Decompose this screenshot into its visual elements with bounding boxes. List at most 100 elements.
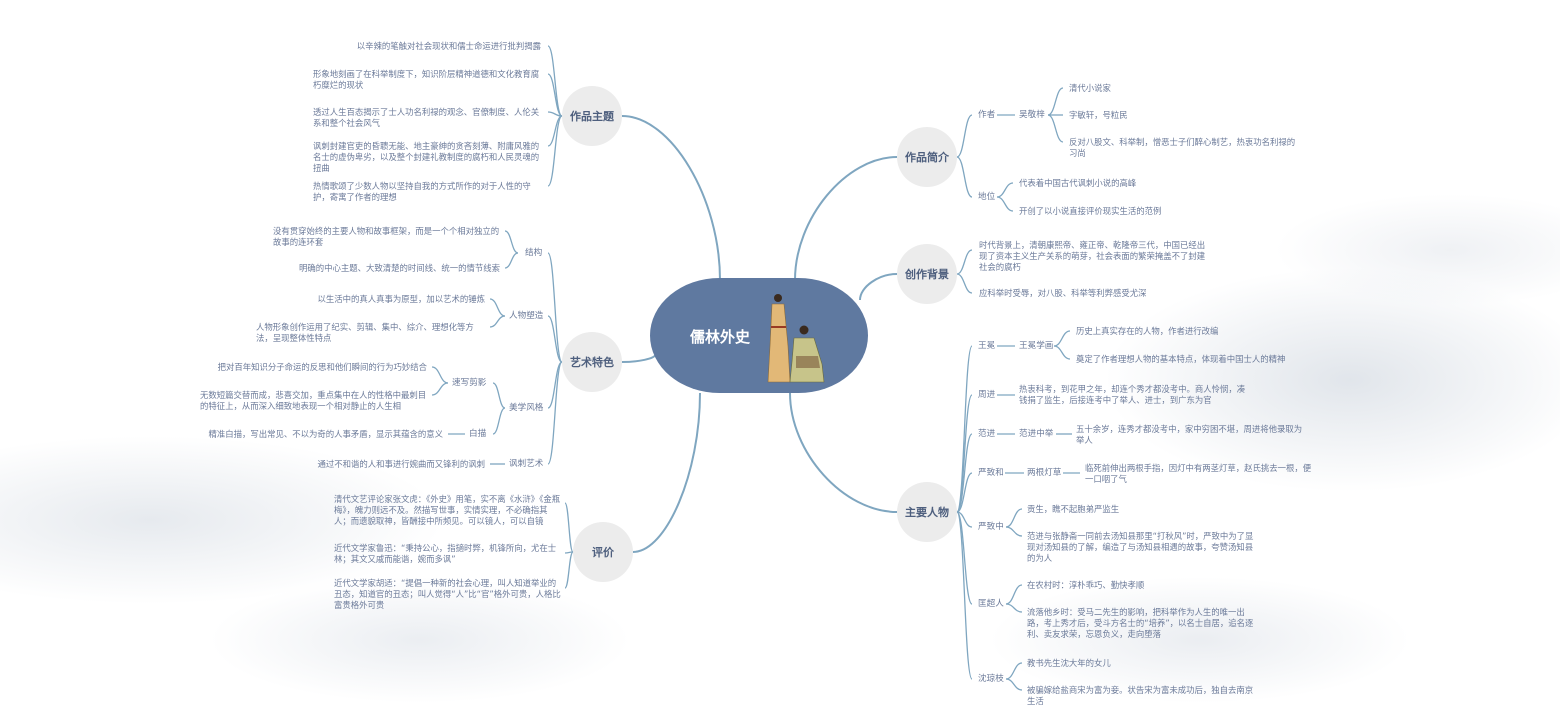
main-branch	[632, 392, 701, 553]
connector	[492, 407, 506, 435]
connector	[956, 472, 973, 513]
zhoujin-text[interactable]: 热衷科考，到花甲之年，却连个秀才都没考中。商人怜悯，凑钱捐了监生，后接连考中了举…	[1019, 384, 1246, 405]
character-yanzhizhong[interactable]: 严致中	[978, 522, 1004, 532]
connector	[431, 366, 449, 384]
theme-item[interactable]: 形象地刻画了在科举制度下，知识阶层精神道德和文化教育腐朽糜烂的现状	[313, 69, 540, 90]
character-kuangchaoren[interactable]: 匡超人	[978, 599, 1004, 609]
author-item[interactable]: 清代小说家	[1069, 83, 1111, 93]
connector	[956, 511, 973, 680]
fanjin-text[interactable]: 五十余岁，连秀才都没考中，家中穷困不堪，周进将他录取为举人	[1076, 424, 1303, 445]
connector	[996, 196, 1014, 212]
connector	[1005, 662, 1023, 680]
character-fanjin[interactable]: 范进	[978, 429, 996, 439]
connector	[1053, 330, 1071, 347]
character-wangmian[interactable]: 王冕	[978, 341, 996, 351]
connector	[547, 73, 563, 117]
connector	[564, 502, 574, 553]
yanzhihe-text[interactable]: 临死前伸出两根手指，因灯中有两茎灯草，赵氏挑去一根，便一口咽了气	[1085, 463, 1312, 484]
yanzhihe-sub[interactable]: 两根灯草	[1027, 468, 1062, 478]
connector	[547, 361, 563, 409]
connector	[1047, 87, 1064, 116]
theme-item[interactable]: 透过人生百态揭示了士人功名利禄的观念、官僚制度、人伦关系和整个社会风气	[313, 107, 540, 128]
kuangchaoren-item[interactable]: 在农村时：淳朴乖巧、勤快孝顺	[1027, 580, 1145, 590]
connector	[996, 182, 1014, 198]
connector	[547, 252, 563, 363]
main-branch	[794, 156, 898, 281]
yanzhizhong-item[interactable]: 范进与张静斋一同前去汤知县那里“打秋风”时，严致中为了显现对汤知县的了解，编造了…	[1027, 531, 1254, 563]
connector	[547, 45, 563, 117]
theme-item[interactable]: 讽刺封建官吏的昏聩无能、地主豪绅的贪吝刻薄、附庸风雅的名士的虚伪卑劣，以及整个封…	[313, 141, 540, 173]
wangmian-item[interactable]: 历史上真实存在的人物，作者进行改编	[1076, 326, 1219, 336]
node-characters[interactable]: 主要人物	[897, 482, 957, 542]
node-background[interactable]: 创作背景	[897, 244, 957, 304]
node-intro[interactable]: 作品简介	[897, 127, 957, 187]
art-satire-text[interactable]: 通过不和谐的人和事进行婉曲而又锋利的讽刺	[317, 459, 486, 469]
connector	[564, 551, 574, 589]
author-item[interactable]: 字敏轩，号粒民	[1069, 110, 1128, 120]
art-structure-item[interactable]: 明确的中心主题、大致清楚的时间线、统一的情节线索	[299, 263, 500, 273]
art-satire-label[interactable]: 讽刺艺术	[509, 459, 544, 469]
connector	[1005, 678, 1023, 691]
intro-author-label[interactable]: 作者	[978, 110, 996, 120]
connector	[956, 511, 973, 528]
node-theme[interactable]: 作品主题	[562, 86, 622, 146]
status-item[interactable]: 开创了以小说直接评价现实生活的范例	[1019, 206, 1162, 216]
art-sketch-item[interactable]: 把对百年知识分子命运的反思和他们瞬间的行为巧妙结合	[217, 362, 427, 372]
art-baimiao-text[interactable]: 精准白描，写出常见、不以为奇的人事矛盾，显示其蕴含的意义	[208, 429, 444, 439]
connector	[547, 361, 563, 465]
theme-item[interactable]: 热情歌颂了少数人物以坚持自我的方式所作的对于人性的守护，寄寓了作者的理想	[313, 181, 531, 202]
wangmian-sub[interactable]: 王冕学画	[1019, 341, 1054, 351]
fanjin-sub[interactable]: 范进中举	[1019, 429, 1054, 439]
connector	[431, 382, 449, 396]
background-item[interactable]: 时代背景上，清朝康熙帝、雍正帝、乾隆帝三代，中国已经出现了资本主义生产关系的萌芽…	[979, 240, 1206, 272]
connector	[547, 315, 563, 363]
art-structure-label[interactable]: 结构	[525, 248, 543, 258]
evaluation-item[interactable]: 近代文学家鲁迅：“秉持公心，指擿时弊，机锋所向，尤在士林；其文又戚而能谐，婉而多…	[334, 543, 557, 564]
central-title: 儒林外史	[690, 328, 751, 346]
art-character-item[interactable]: 以生活中的真人真事为原型，加以艺术的锤炼	[317, 294, 486, 304]
background-item[interactable]: 应科举时受辱，对八股、科举等利弊感受尤深	[979, 288, 1147, 298]
art-sketch-item[interactable]: 无数短篇交替而成，悲喜交加，重点集中在人的性格中最刺目的特征上，从而深入细致地表…	[200, 390, 427, 411]
scholars-illustration-icon	[767, 294, 825, 383]
intro-status-label[interactable]: 地位	[978, 192, 996, 202]
art-character-item[interactable]: 人物形象创作运用了纪实、剪辑、集中、综介、理想化等方法，呈现整体性特点	[256, 322, 474, 343]
art-aesthetic-label[interactable]: 美学风格	[509, 403, 544, 413]
central-topic[interactable]: 儒林外史	[650, 278, 868, 393]
node-evaluation[interactable]: 评价	[573, 522, 633, 582]
connector	[1005, 584, 1023, 605]
connector	[547, 115, 563, 187]
connector	[489, 298, 506, 317]
connector	[504, 252, 519, 269]
connector	[489, 315, 506, 328]
art-structure-item[interactable]: 没有贯穿始终的主要人物和故事框架，而是一个个相对独立的故事的连环套	[273, 226, 500, 247]
art-baimiao-label[interactable]: 白描	[469, 429, 487, 439]
character-shenqiongzhi[interactable]: 沈琼枝	[978, 674, 1004, 684]
shenqiongzhi-item[interactable]: 被骗嫁给盐商宋为富为妾。状告宋为富未成功后，独自去南京生活	[1027, 685, 1254, 706]
shenqiongzhi-item[interactable]: 教书先生沈大年的女儿	[1027, 658, 1111, 668]
kuangchaoren-item[interactable]: 流落他乡时：受马二先生的影响，把科举作为人生的唯一出路，考上秀才后，受斗方名士的…	[1027, 607, 1254, 639]
evaluation-item[interactable]: 清代文艺评论家张文虎：《外史》用笔，实不离《水浒》《金瓶梅》，魄力则远不及。然描…	[334, 494, 561, 526]
connector	[956, 156, 973, 198]
status-item[interactable]: 代表着中国古代讽刺小说的高峰	[1019, 178, 1137, 188]
connector	[956, 273, 973, 294]
node-art[interactable]: 艺术特色	[562, 332, 622, 392]
art-sketch-label[interactable]: 速写剪影	[452, 378, 487, 388]
connector	[956, 345, 973, 513]
art-character-label[interactable]: 人物塑造	[509, 311, 544, 321]
main-branch	[621, 115, 721, 281]
evaluation-item[interactable]: 近代文学家胡适：“提倡一种新的社会心理，叫人知道举业的丑态，知道官的丑态；叫人觉…	[334, 578, 561, 610]
connector	[1005, 508, 1023, 528]
character-yanzhihe[interactable]: 严致和	[978, 468, 1004, 478]
main-branch	[859, 273, 898, 301]
connector	[1053, 345, 1071, 360]
yanzhizhong-item[interactable]: 贡生，瞧不起胞弟严监生	[1027, 504, 1120, 514]
character-zhoujin[interactable]: 周进	[978, 390, 996, 400]
connector	[956, 114, 973, 158]
wangmian-item[interactable]: 奠定了作者理想人物的基本特点，体现着中国士人的精神	[1076, 354, 1286, 364]
intro-author-name[interactable]: 吴敬梓	[1019, 110, 1045, 120]
theme-item[interactable]: 以辛辣的笔触对社会现状和儒士命运进行批判揭露	[356, 41, 541, 51]
main-branch	[789, 392, 898, 513]
connector	[1005, 526, 1023, 537]
author-item[interactable]: 反对八股文、科举制，憎恶士子们醉心制艺，热衷功名利禄的习尚	[1069, 137, 1296, 158]
